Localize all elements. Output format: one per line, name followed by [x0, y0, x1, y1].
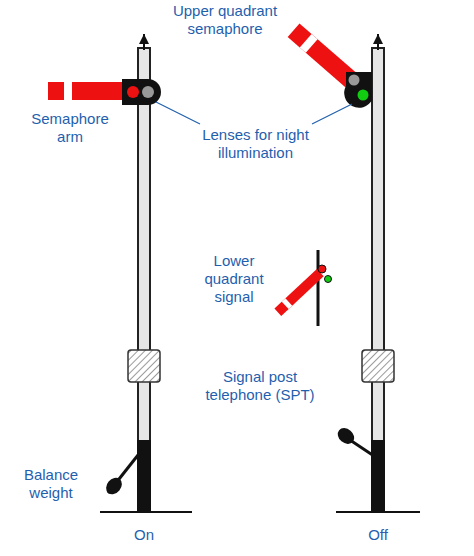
callout-label: Lenses for night illumination: [178, 126, 333, 162]
leader-line: [156, 102, 352, 124]
signal-post-off: [288, 23, 420, 512]
lower-quadrant-signal: [274, 250, 331, 326]
callout-label: Semaphore arm: [20, 110, 120, 146]
state-label: On: [119, 526, 169, 544]
callout-label: Lower quadrant signal: [198, 252, 270, 306]
callout-label: Upper quadrant semaphore: [160, 2, 290, 38]
signal-post-on: [48, 34, 192, 512]
callout-label: Signal post telephone (SPT): [195, 368, 325, 404]
callout-label: Balance weight: [8, 466, 94, 502]
state-label: Off: [353, 526, 403, 544]
